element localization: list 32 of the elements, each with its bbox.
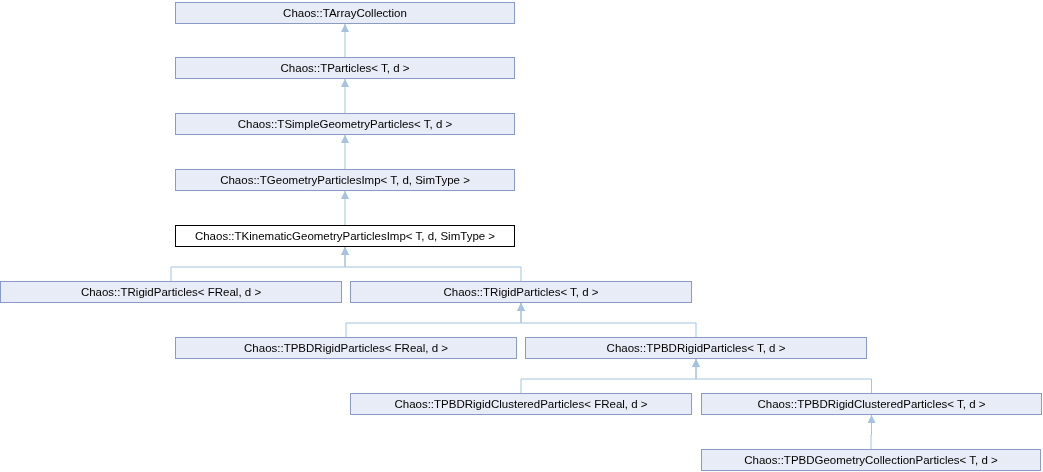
class-box [350, 281, 692, 303]
inheritance-arrow [692, 358, 872, 394]
inheritance-arrow [341, 134, 349, 170]
class-box [175, 57, 515, 79]
inheritance-arrow [341, 246, 522, 282]
class-box [350, 393, 692, 415]
class-name: Chaos::TPBDGeometryCollectionParticles< T, d > [744, 454, 998, 466]
class-name: Chaos::TPBDRigidClusteredParticles< T, d > [757, 398, 986, 410]
inheritance-arrow [867, 414, 876, 450]
class-name: Chaos::TKinematicGeometryParticlesImp< T, d, SimType > [194, 230, 496, 242]
class-name: Chaos::TArrayCollection [283, 7, 407, 19]
class-name: Chaos::TGeometryParticlesImp< T, d, SimType > [220, 174, 470, 186]
inheritance-arrow [517, 302, 697, 338]
class-name: Chaos::TSimpleGeometryParticles< T, d > [237, 118, 453, 130]
class-name: Chaos::TPBDRigidClusteredParticles< FReal, d > [394, 398, 648, 410]
inheritance-arrow [341, 190, 349, 226]
class-box [175, 2, 515, 24]
class-name: Chaos::TParticles< T, d > [280, 62, 410, 74]
class-name: Chaos::TRigidParticles< T, d > [443, 286, 599, 298]
class-box [175, 337, 517, 359]
class-box [175, 169, 515, 191]
class-name: Chaos::TRigidParticles< FReal, d > [80, 286, 262, 298]
class-box [175, 113, 515, 135]
class-box [701, 393, 1042, 415]
class-name: Chaos::TPBDRigidParticles< FReal, d > [244, 342, 448, 354]
class-box [701, 449, 1041, 471]
class-box [0, 281, 342, 303]
inheritance-arrow [341, 23, 349, 58]
class-name: Chaos::TPBDRigidParticles< T, d > [606, 342, 786, 354]
class-box [525, 337, 867, 359]
class-box [175, 225, 515, 247]
inheritance-arrow [341, 78, 349, 114]
